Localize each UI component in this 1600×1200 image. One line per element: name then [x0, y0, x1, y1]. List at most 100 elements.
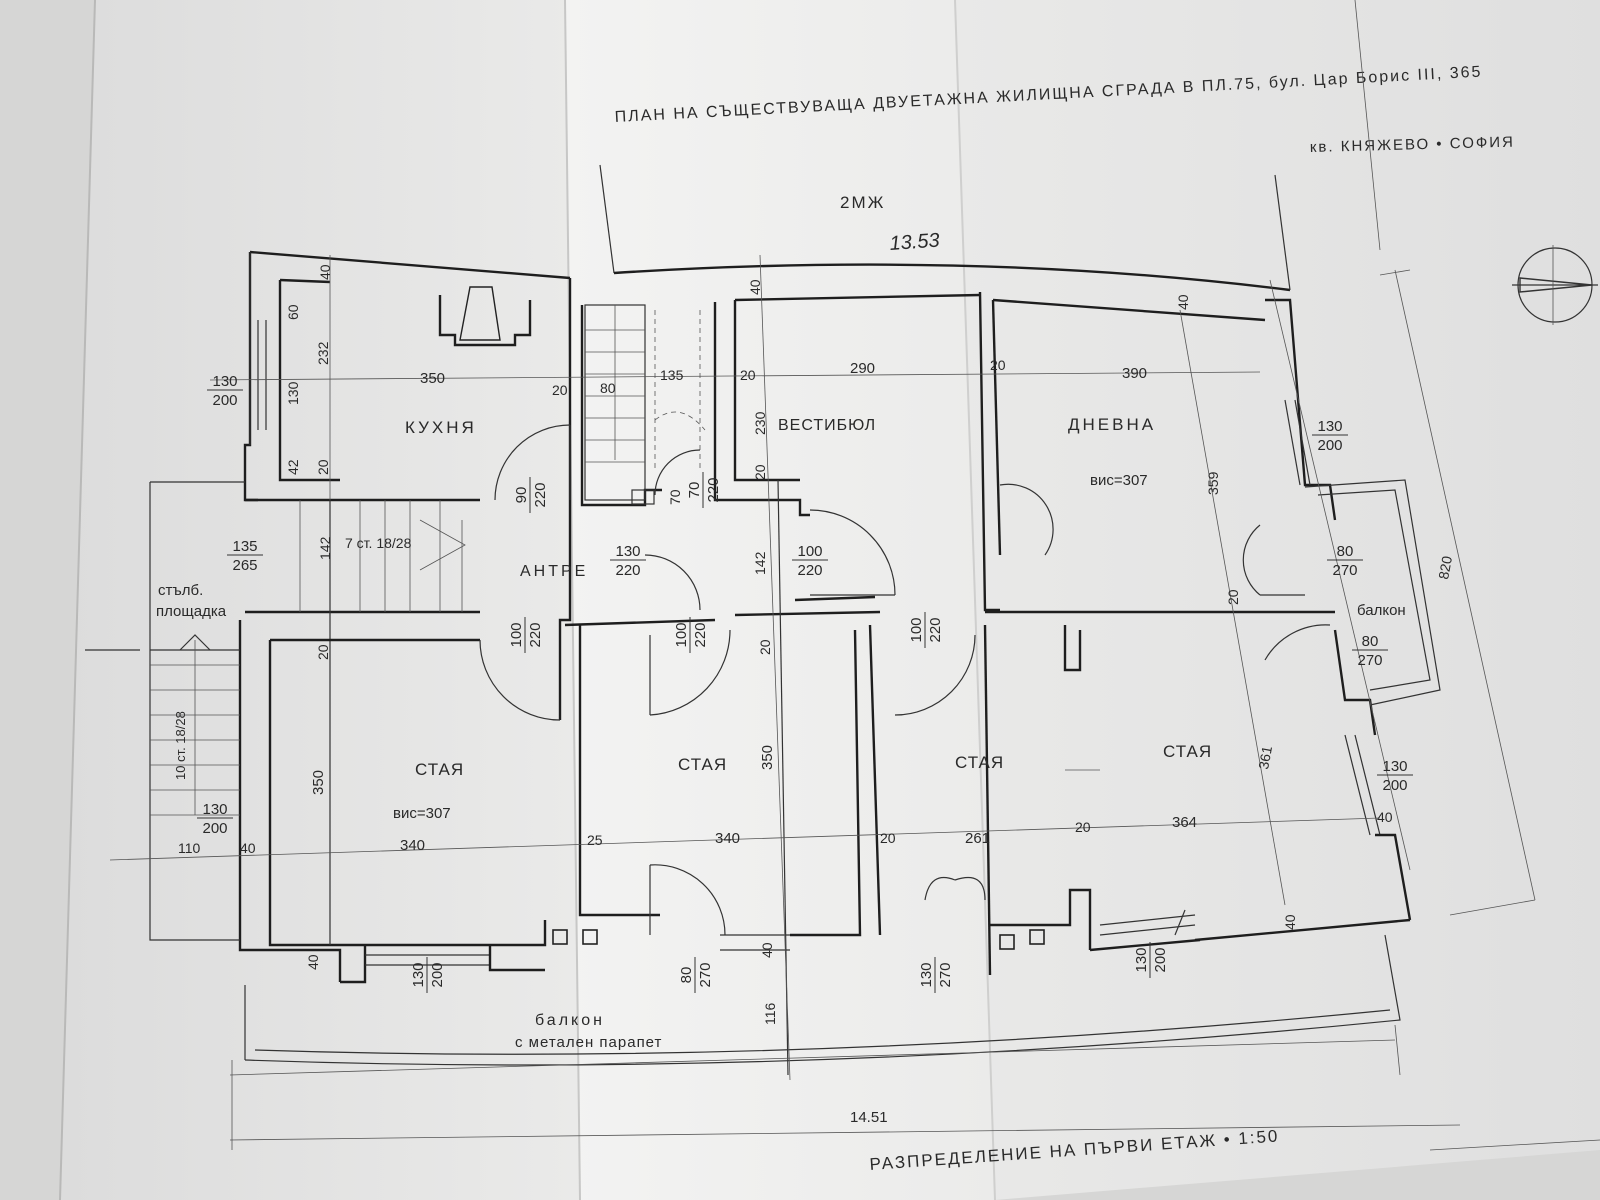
room-2-label: СТАЯ [678, 755, 727, 774]
room-1-height: вис=307 [393, 805, 451, 822]
room-kitchen-label: КУХНЯ [405, 418, 477, 437]
room-3-label: СТАЯ [955, 753, 1004, 772]
fraction-denominator: 200 [1152, 947, 1169, 972]
dim-label: 230 [752, 411, 768, 435]
fraction-denominator: 220 [927, 617, 944, 642]
room-living-label: ДНЕВНА [1068, 415, 1156, 434]
dim-label: 350 [759, 745, 776, 770]
fraction-numerator: 80 [1337, 543, 1354, 560]
dim-label: 40 [1282, 914, 1298, 930]
dim-label: 20 [552, 382, 568, 398]
fraction-numerator: 135 [232, 538, 257, 555]
staircase-icon [584, 304, 706, 505]
fraction-numerator: 130 [918, 962, 935, 987]
fraction-denominator: 200 [202, 820, 227, 837]
dim-label: 70 [667, 489, 683, 505]
fraction-denominator: 220 [527, 622, 544, 647]
dim-label: 20 [315, 644, 331, 660]
fraction-numerator: 100 [908, 617, 925, 642]
dim-label: 40 [747, 279, 763, 295]
fraction-numerator: 130 [1133, 947, 1150, 972]
dim-label: 42 [285, 459, 301, 475]
dim-label: 40 [240, 840, 256, 856]
dim-label: 110 [178, 840, 201, 856]
fraction-numerator: 90 [513, 487, 530, 504]
dim-label: 40 [1377, 809, 1393, 825]
dimension-lines [109, 254, 1461, 1150]
fraction-numerator: 80 [1362, 633, 1379, 650]
fraction-numerator: 80 [678, 967, 695, 984]
fraction-numerator: 100 [508, 622, 525, 647]
plan-location: кв. КНЯЖЕВО • СОФИЯ [1310, 134, 1515, 156]
dim-label: 20 [757, 639, 773, 655]
dim-label: 20 [880, 830, 896, 846]
dim-label: 820 [1435, 555, 1455, 581]
dim-label: 350 [420, 370, 445, 387]
top-width-label: 13.53 [889, 230, 940, 255]
dim-label: 20 [1225, 589, 1241, 605]
fraction-numerator: 130 [1382, 758, 1407, 775]
stair-landing-label-1: стълб. [158, 582, 203, 599]
fraction-numerator: 70 [686, 482, 703, 499]
fraction-numerator: 130 [1317, 418, 1342, 435]
dim-label: 142 [317, 536, 333, 560]
fraction-denominator: 265 [232, 557, 257, 574]
room-labels: КУХНЯ ВЕСТИБЮЛ ДНЕВНА вис=307 АНТРЕ СТАЯ… [156, 415, 1406, 1051]
fraction-denominator: 220 [705, 477, 722, 502]
fraction-denominator: 270 [697, 962, 714, 987]
fraction-numerator: 100 [673, 622, 690, 647]
fraction-numerator: 130 [615, 543, 640, 560]
dim-label: 20 [990, 357, 1006, 373]
dim-label: 350 [310, 770, 327, 795]
dim-label: 40 [305, 954, 321, 970]
fraction-denominator: 200 [1317, 437, 1342, 454]
balcony-bottom-label-1: балкон [535, 1012, 605, 1029]
dim-label: 40 [317, 264, 333, 280]
steps-inner-label: 7 ст. 18/28 [345, 535, 412, 551]
dim-label: 361 [1255, 745, 1275, 771]
fraction-denominator: 220 [532, 482, 549, 507]
dim-label: 14.51 [850, 1109, 888, 1126]
fraction-numerator: 130 [212, 373, 237, 390]
dim-label: 20 [752, 464, 768, 480]
fraction-denominator: 270 [1332, 562, 1357, 579]
dim-label: 390 [1122, 365, 1147, 382]
balcony-right-label: балкон [1357, 602, 1406, 619]
dim-label: 135 [660, 367, 684, 383]
site-lines [85, 0, 1600, 1151]
dim-label: 80 [600, 380, 616, 396]
zone-label: 2МЖ [840, 193, 885, 212]
dim-label: 20 [740, 367, 756, 383]
fraction-denominator: 270 [937, 962, 954, 987]
room-4-label: СТАЯ [1163, 742, 1212, 761]
dim-label: 142 [752, 551, 768, 575]
fraction-denominator: 200 [1382, 777, 1407, 794]
fraction-numerator: 130 [202, 801, 227, 818]
dim-label: 25 [587, 832, 603, 848]
dimension-labels: 40 60 232 130 42 20 350 20 80 135 20 40 … [178, 264, 1455, 1126]
doors [479, 424, 1331, 936]
dim-label: 116 [762, 1002, 778, 1025]
fraction-denominator: 220 [797, 562, 822, 579]
dim-label: 20 [1075, 819, 1091, 835]
dim-label: 290 [850, 360, 875, 377]
fraction-denominator: 220 [615, 562, 640, 579]
room-living-height: вис=307 [1090, 472, 1148, 489]
